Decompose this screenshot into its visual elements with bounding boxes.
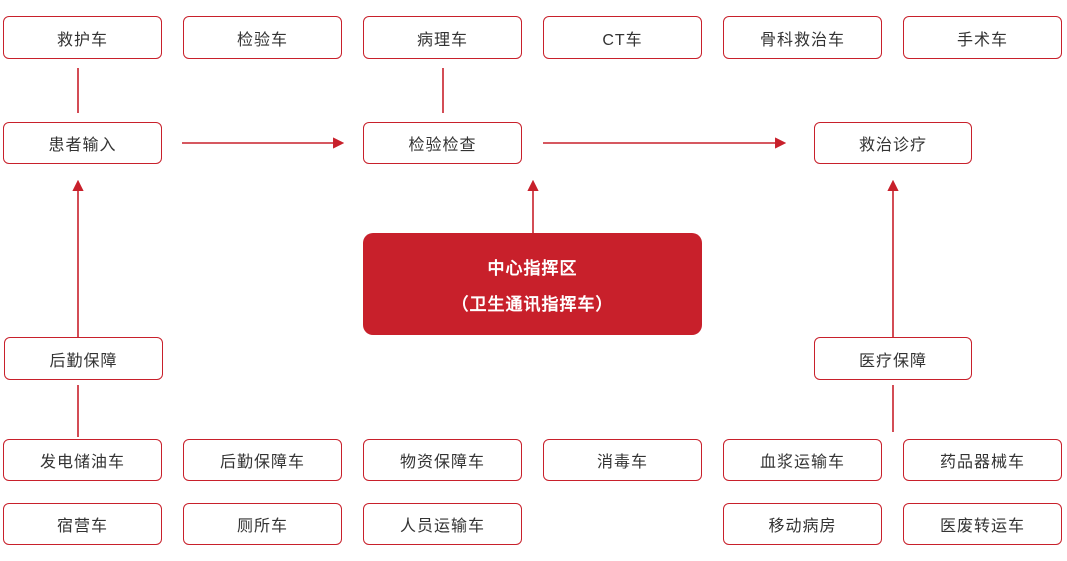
node-ambulance: 救护车 (3, 16, 162, 59)
node-pathology-vehicle: 病理车 (363, 16, 522, 59)
node-logistics-vehicle: 后勤保障车 (183, 439, 342, 481)
node-medical-waste-vehicle: 医废转运车 (903, 503, 1062, 545)
node-command-center: 中心指挥区 （卫生通讯指挥车） (363, 233, 702, 335)
node-toilet-vehicle: 厕所车 (183, 503, 342, 545)
node-patient-input: 患者输入 (3, 122, 162, 164)
node-treatment: 救治诊疗 (814, 122, 972, 164)
node-power-oil-vehicle: 发电储油车 (3, 439, 162, 481)
node-exam-check: 检验检查 (363, 122, 522, 164)
node-camp-vehicle: 宿营车 (3, 503, 162, 545)
node-surgery-vehicle: 手术车 (903, 16, 1062, 59)
command-center-line2: （卫生通讯指挥车） (451, 294, 614, 314)
command-center-line1: 中心指挥区 (487, 258, 578, 278)
node-orthopedic-vehicle: 骨科救治车 (723, 16, 882, 59)
node-plasma-vehicle: 血浆运输车 (723, 439, 882, 481)
node-test-vehicle: 检验车 (183, 16, 342, 59)
node-ct-vehicle: CT车 (543, 16, 702, 59)
node-personnel-vehicle: 人员运输车 (363, 503, 522, 545)
node-materials-vehicle: 物资保障车 (363, 439, 522, 481)
node-mobile-ward: 移动病房 (723, 503, 882, 545)
node-medical-support: 医疗保障 (814, 337, 972, 380)
node-logistics-support: 后勤保障 (4, 337, 163, 380)
node-medicine-equipment-vehicle: 药品器械车 (903, 439, 1062, 481)
node-disinfection-vehicle: 消毒车 (543, 439, 702, 481)
